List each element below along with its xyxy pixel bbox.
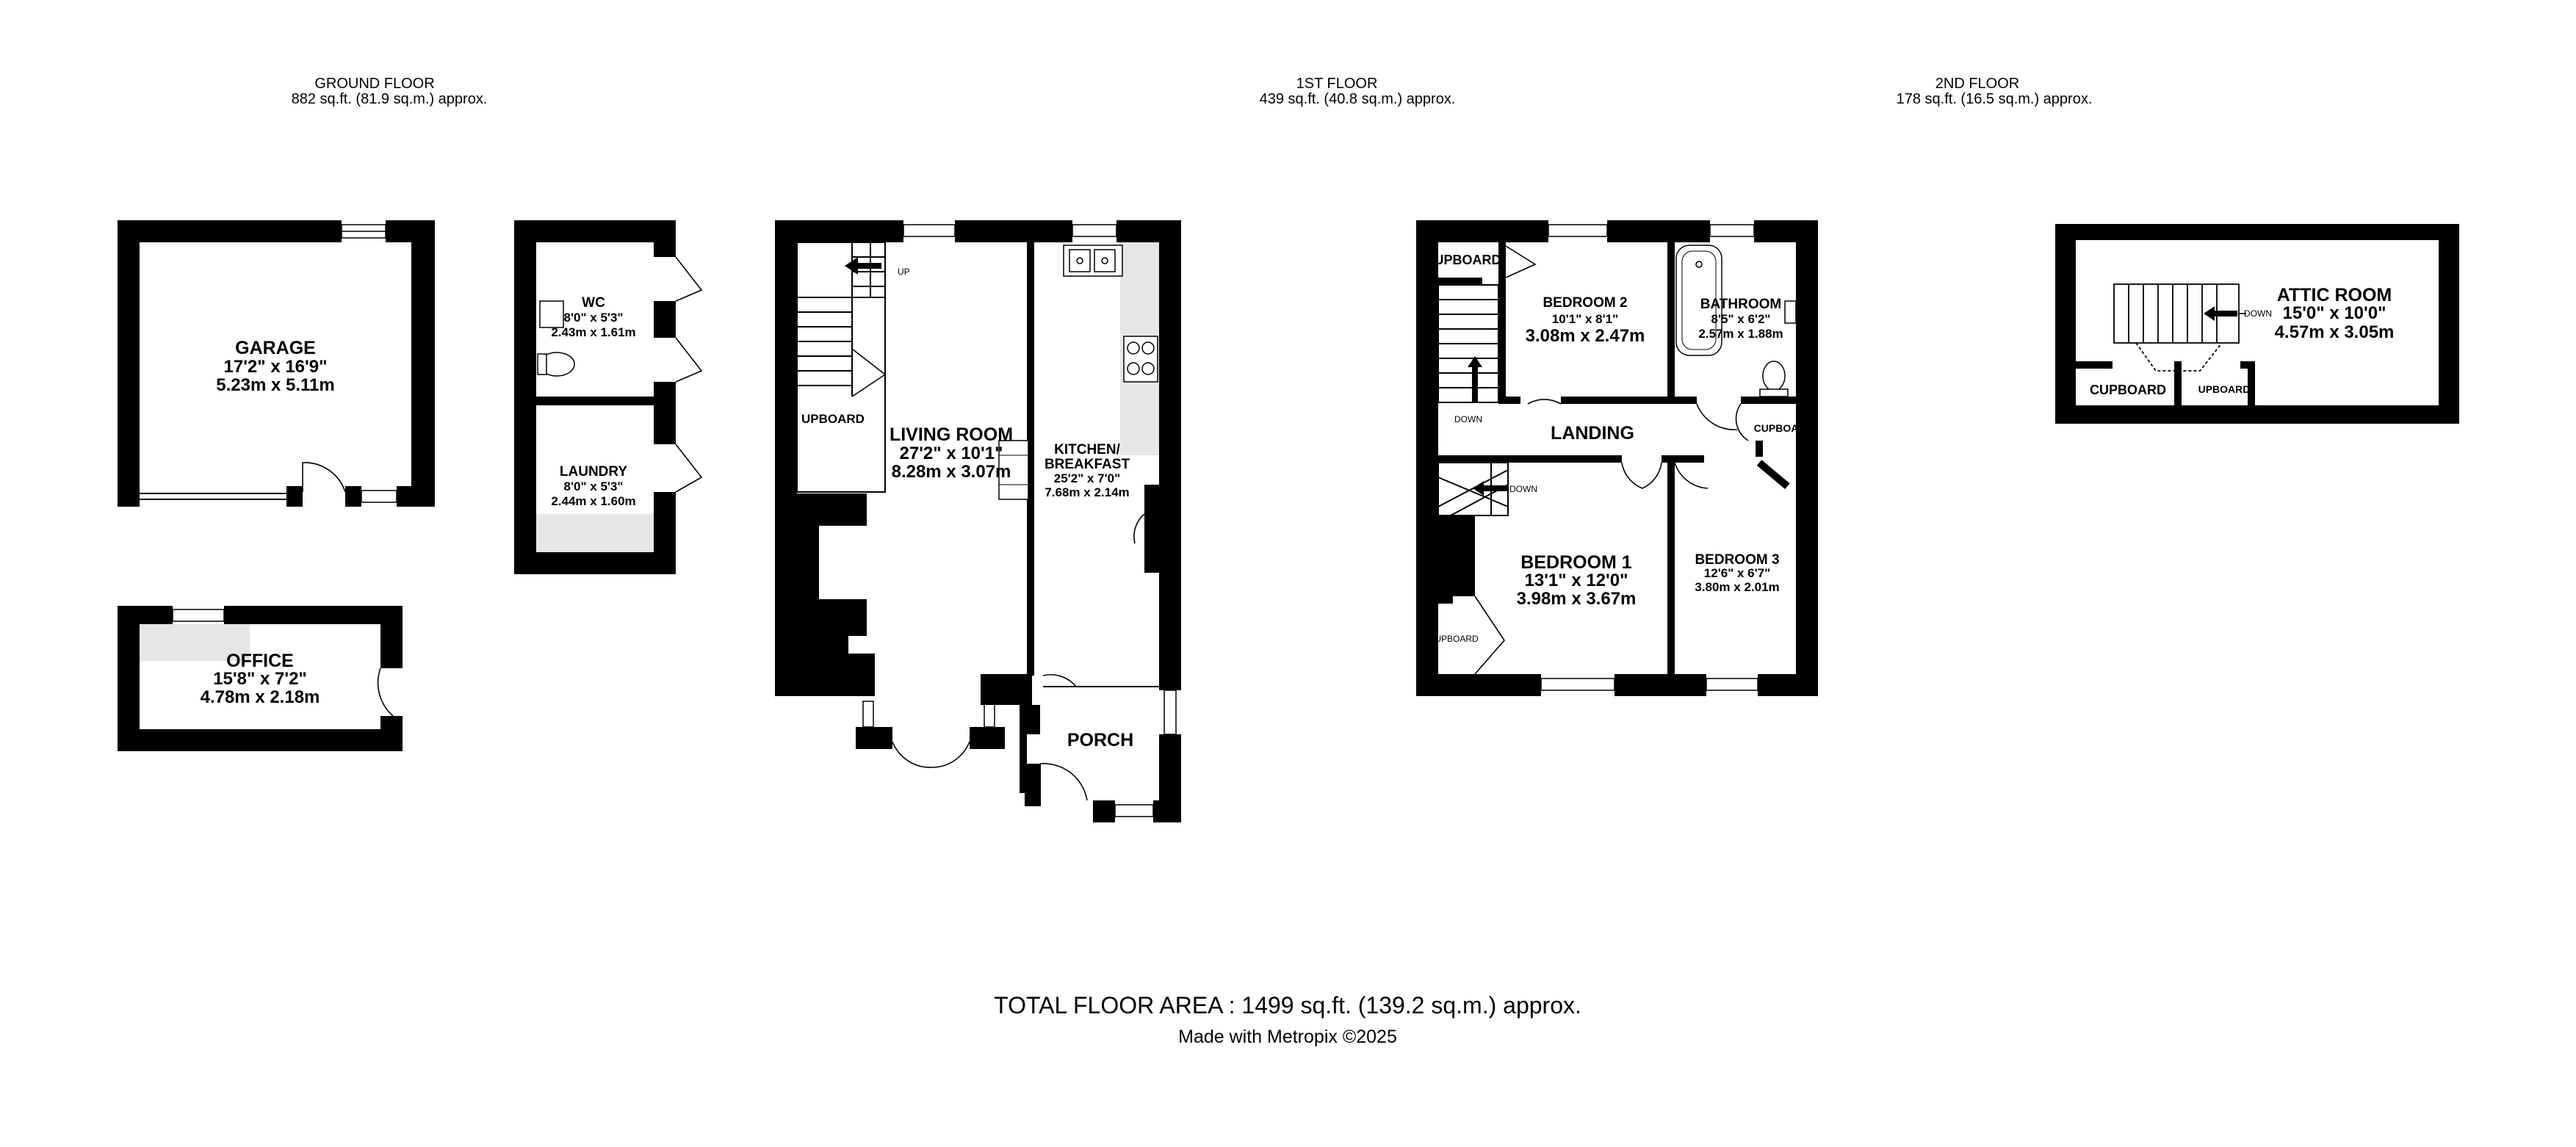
living-room-metric: 8.28m x 3.07m	[892, 462, 1011, 482]
office-imperial: 15'8" x 7'2"	[213, 669, 307, 689]
second-floor-plan	[2055, 224, 2459, 424]
second-floor-area: 178 sq.ft. (16.5 sq.m.) approx.	[1897, 91, 2093, 107]
ground-floor-title: GROUND FLOOR	[314, 76, 434, 92]
bedroom2-imperial: 10'1" x 8'1"	[1552, 312, 1618, 326]
first-floor-title: 1ST FLOOR	[1296, 76, 1378, 92]
kitchen-name-line1: KITCHEN/	[1054, 442, 1120, 457]
living-room-imperial: 27'2" x 10'1"	[900, 444, 1003, 463]
garage-name: GARAGE	[235, 338, 316, 358]
landing-name: LANDING	[1551, 423, 1634, 444]
bathroom-name: BATHROOM	[1700, 297, 1781, 312]
cupboard-label-1st-top: UPBOARD	[1434, 253, 1501, 267]
laundry-metric: 2.44m x 1.60m	[551, 494, 635, 508]
office-plan	[118, 606, 403, 751]
main-ground-plan	[775, 220, 1181, 822]
stairs-down-label-2: DOWN	[1509, 484, 1537, 494]
wc-imperial: 8'0" x 5'3"	[564, 311, 624, 325]
cupboard-label-1st-bottom: UPBOARD	[1435, 634, 1479, 644]
office-metric: 4.78m x 2.18m	[201, 687, 320, 707]
cupboard-label-ground: UPBOARD	[801, 412, 865, 426]
bedroom2-metric: 3.08m x 2.47m	[1526, 326, 1645, 346]
kitchen-imperial: 25'2" x 7'0"	[1054, 471, 1120, 485]
bathroom-metric: 2.57m x 1.88m	[1698, 327, 1783, 341]
stairs-down-label-attic: DOWN	[2244, 308, 2272, 319]
office-name: OFFICE	[226, 651, 294, 671]
bedroom3-imperial: 12'6" x 6'7"	[1704, 566, 1770, 580]
stairs-down-label-1: DOWN	[1454, 414, 1482, 424]
kitchen-metric: 7.68m x 2.14m	[1045, 485, 1129, 499]
attic-metric: 4.57m x 3.05m	[2275, 322, 2395, 342]
made-with-credit: Made with Metropix ©2025	[1178, 1027, 1397, 1047]
porch-name: PORCH	[1067, 730, 1133, 750]
living-room-name: LIVING ROOM	[890, 424, 1013, 445]
bedroom3-name: BEDROOM 3	[1695, 552, 1779, 568]
garage-metric: 5.23m x 5.11m	[216, 375, 334, 395]
bedroom1-name: BEDROOM 1	[1520, 552, 1632, 573]
attic-name: ATTIC ROOM	[2277, 285, 2392, 305]
laundry-imperial: 8'0" x 5'3"	[564, 480, 624, 493]
kitchen-name-line2: BREAKFAST	[1045, 457, 1130, 472]
cupboard-label-attic-right: UPBOARD	[2198, 383, 2251, 395]
bedroom1-metric: 3.98m x 3.67m	[1517, 589, 1637, 609]
first-floor-plan	[1416, 220, 1818, 696]
garage-plan	[118, 220, 435, 507]
first-floor-area: 439 sq.ft. (40.8 sq.m.) approx.	[1260, 91, 1456, 107]
attic-imperial: 15'0" x 10'0"	[2283, 303, 2386, 323]
bedroom1-imperial: 13'1" x 12'0"	[1525, 571, 1628, 590]
wc-name: WC	[582, 295, 605, 311]
cupboard-label-attic-left: CUPBOARD	[2090, 383, 2166, 397]
wc-laundry-plan	[514, 220, 703, 574]
stairs-up-label: UP	[898, 267, 910, 277]
total-floor-area: TOTAL FLOOR AREA : 1499 sq.ft. (139.2 sq…	[994, 992, 1581, 1018]
bathroom-imperial: 8'5" x 6'2"	[1711, 312, 1771, 326]
laundry-name: LAUNDRY	[560, 464, 628, 480]
garage-imperial: 17'2" x 16'9"	[224, 357, 328, 377]
second-floor-title: 2ND FLOOR	[1935, 76, 2019, 92]
cupboard-label-1st-right: CUPBOA	[1754, 422, 1799, 434]
wc-metric: 2.43m x 1.61m	[551, 325, 635, 339]
bedroom3-metric: 3.80m x 2.01m	[1695, 580, 1779, 594]
bedroom2-name: BEDROOM 2	[1543, 295, 1627, 311]
ground-floor-area: 882 sq.ft. (81.9 sq.m.) approx.	[292, 91, 488, 107]
